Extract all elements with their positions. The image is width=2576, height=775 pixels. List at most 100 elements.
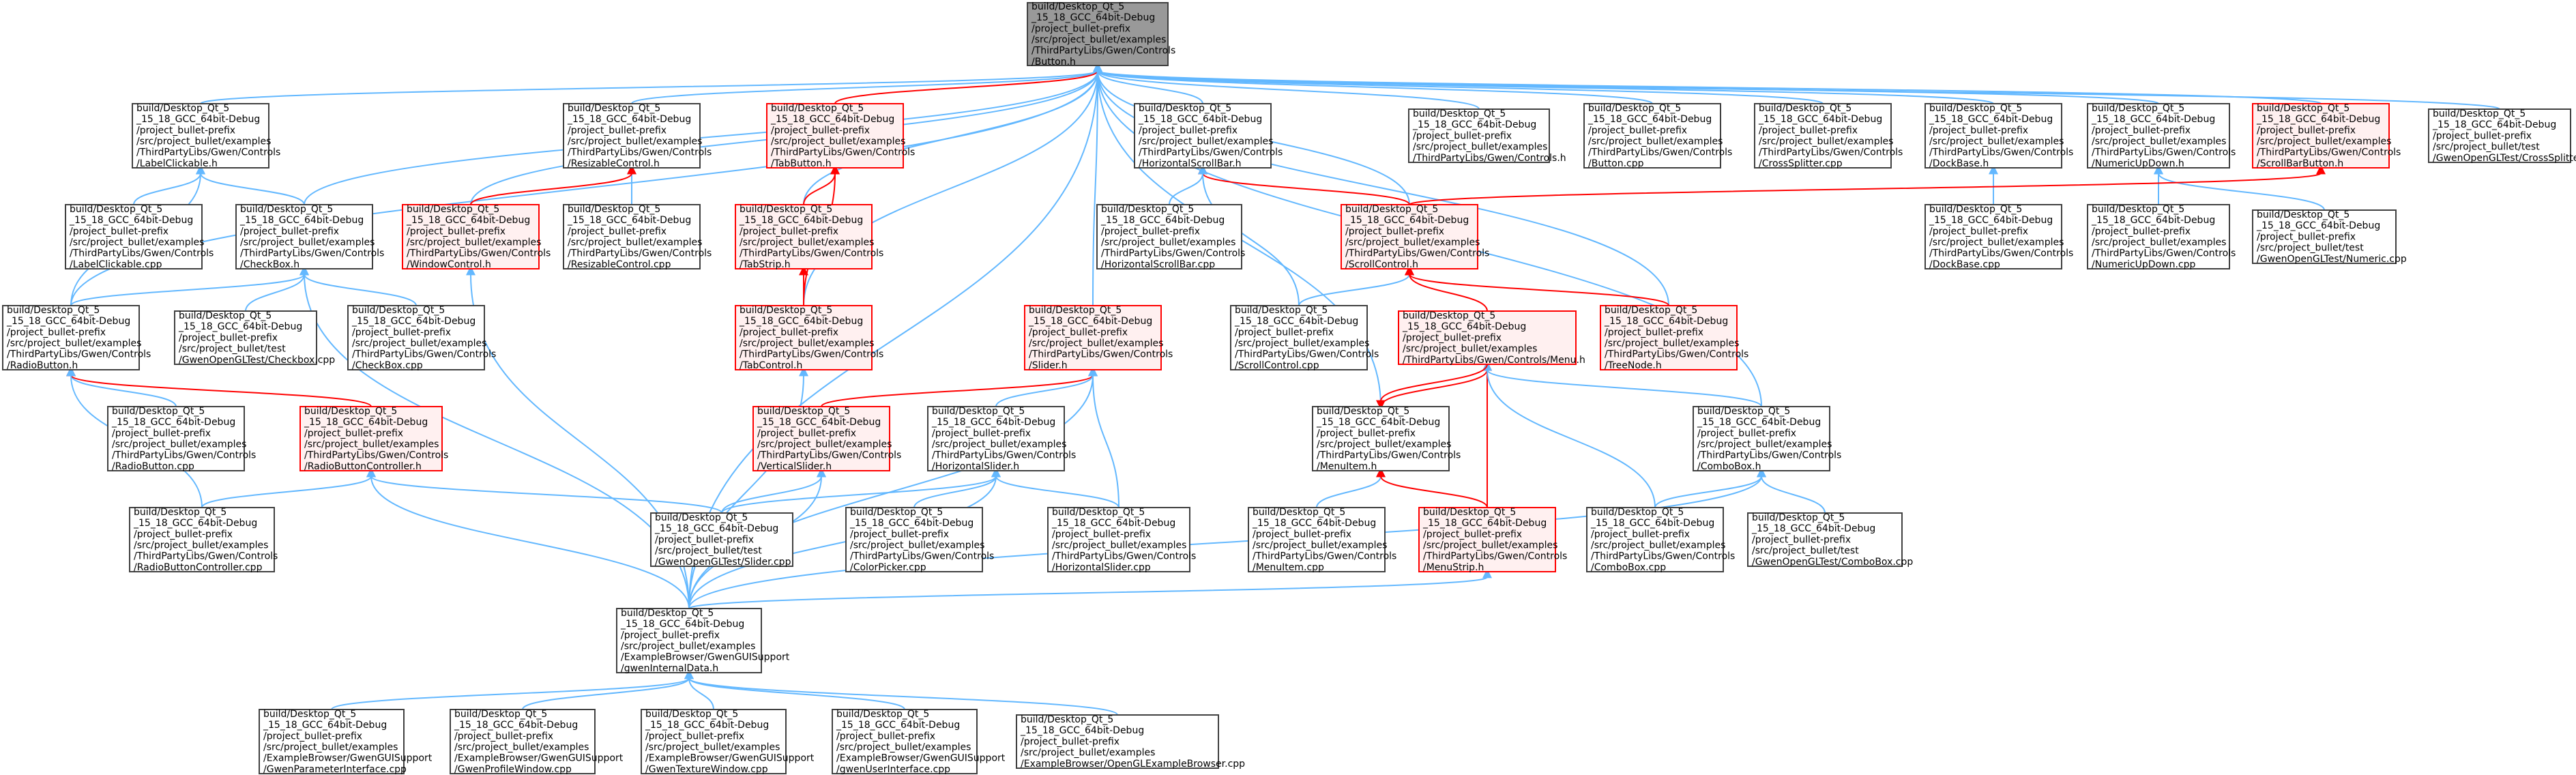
node-test_crosssplitter_cpp[interactable]: build/Desktop_Qt_5_15_18_GCC_64bit-Debug… [2428, 108, 2576, 164]
node-menuitem_h[interactable]: build/Desktop_Qt_5_15_18_GCC_64bit-Debug… [1312, 406, 1461, 472]
node-label-line: /src/project_bullet/examples [836, 742, 971, 753]
edge-radiobuttoncontroller_cpp-to-radiobuttoncontroller_h [201, 467, 376, 508]
node-scrollcontrol_cpp[interactable]: build/Desktop_Qt_5_15_18_GCC_64bit-Debug… [1230, 305, 1379, 371]
node-treenode_h[interactable]: build/Desktop_Qt_5_15_18_GCC_64bit-Debug… [1600, 305, 1748, 371]
node-radiobuttoncontroller_h[interactable]: build/Desktop_Qt_5_15_18_GCC_64bit-Debug… [299, 406, 448, 472]
node-dockbase_h[interactable]: build/Desktop_Qt_5_15_18_GCC_64bit-Debug… [1924, 103, 2073, 169]
node-box [832, 709, 978, 774]
node-horizontalslider_h[interactable]: build/Desktop_Qt_5_15_18_GCC_64bit-Debug… [927, 406, 1076, 472]
node-labelclickable_cpp[interactable]: build/Desktop_Qt_5_15_18_GCC_64bit-Debug… [65, 204, 214, 270]
node-combobox_cpp[interactable]: build/Desktop_Qt_5_15_18_GCC_64bit-Debug… [1586, 507, 1735, 573]
node-label-line: _15_18_GCC_64bit-Debug [239, 215, 364, 226]
edge-gwensupport_h-to-menustrip_h [688, 568, 1492, 609]
node-label-line: /project_bullet-prefix [1605, 327, 1703, 338]
node-label-line: _15_18_GCC_64bit-Debug [836, 720, 960, 731]
node-checkbox_cpp[interactable]: build/Desktop_Qt_5_15_18_GCC_64bit-Debug… [347, 305, 496, 371]
node-label-line: _15_18_GCC_64bit-Debug [770, 114, 894, 125]
node-tabcontrol_h[interactable]: build/Desktop_Qt_5_15_18_GCC_64bit-Debug… [735, 305, 883, 371]
node-radiobutton_h[interactable]: build/Desktop_Qt_5_15_18_GCC_64bit-Debug… [2, 305, 151, 371]
node-gwenprofile_cpp[interactable]: build/Desktop_Qt_5_15_18_GCC_64bit-Debug… [450, 709, 624, 775]
edge-test_slider_cpp-to-verticalslider_h [721, 467, 826, 514]
node-label: build/Desktop_Qt_5_15_18_GCC_64bit-Debug… [1402, 310, 1585, 366]
node-windowcontrol_h[interactable]: build/Desktop_Qt_5_15_18_GCC_64bit-Debug… [402, 204, 551, 270]
node-gwentexture_cpp[interactable]: build/Desktop_Qt_5_15_18_GCC_64bit-Debug… [641, 709, 815, 775]
node-label-line: /DockBase.h [1929, 158, 1989, 169]
node-gwensupport_h[interactable]: build/Desktop_Qt_5_15_18_GCC_64bit-Debug… [616, 608, 790, 674]
node-label: build/Desktop_Qt_5_15_18_GCC_64bit-Debug… [1929, 204, 2073, 270]
node-label-line: /project_bullet-prefix [136, 125, 235, 136]
node-gwenuser_cpp[interactable]: build/Desktop_Qt_5_15_18_GCC_64bit-Debug… [832, 709, 1006, 775]
node-scrollcontrol_h[interactable]: build/Desktop_Qt_5_15_18_GCC_64bit-Debug… [1341, 204, 1489, 270]
node-resizablecontrol_cpp[interactable]: build/Desktop_Qt_5_15_18_GCC_64bit-Debug… [563, 204, 712, 270]
node-hscrollbar_h[interactable]: build/Desktop_Qt_5_15_18_GCC_64bit-Debug… [1134, 103, 1283, 169]
node-label-line: _15_18_GCC_64bit-Debug [1031, 12, 1155, 23]
node-controls_h[interactable]: build/Desktop_Qt_5_15_18_GCC_64bit-Debug… [1408, 108, 1566, 164]
node-label-line: _15_18_GCC_64bit-Debug [849, 518, 974, 529]
node-horizontalslider_cpp[interactable]: build/Desktop_Qt_5_15_18_GCC_64bit-Debug… [1047, 507, 1196, 573]
node-hscrollbar_cpp[interactable]: build/Desktop_Qt_5_15_18_GCC_64bit-Debug… [1096, 204, 1245, 270]
node-button_h[interactable]: build/Desktop_Qt_5_15_18_GCC_64bit-Debug… [1027, 1, 1175, 68]
edge-gwenuser_cpp-to-gwensupport_h [684, 669, 905, 710]
edge-gwensupport_h-to-combobox_h [688, 467, 1766, 609]
node-box [2428, 108, 2571, 163]
node-label-line: /ThirdPartyLibs/Gwen/Controls [850, 551, 994, 562]
node-crosssplitter_cpp[interactable]: build/Desktop_Qt_5_15_18_GCC_64bit-Debug… [1754, 103, 1903, 169]
node-test_numeric_cpp[interactable]: build/Desktop_Qt_5_15_18_GCC_64bit-Debug… [2252, 209, 2407, 265]
node-box [450, 709, 596, 774]
edge-menustrip_h-to-menuitem_h [1376, 467, 1488, 508]
node-checkbox_h[interactable]: build/Desktop_Qt_5_15_18_GCC_64bit-Debug… [235, 204, 384, 270]
node-label-line: build/Desktop_Qt_5 [263, 709, 356, 720]
edge-gwensupport_h-to-horizontalslider_h [688, 467, 1001, 609]
node-label-line: _15_18_GCC_64bit-Debug [2091, 215, 2215, 226]
node-label-line: build/Desktop_Qt_5 [1345, 204, 1438, 215]
edge-checkbox_h-to-labelclickable_h [196, 164, 305, 205]
edge-colorpicker_cpp-to-horizontalslider_h [913, 467, 1001, 508]
edge-radiobutton_cpp-to-radiobutton_h [66, 366, 177, 407]
node-label: build/Desktop_Qt_5_15_18_GCC_64bit-Debug… [1412, 108, 1566, 164]
node-label-line: /ThirdPartyLibs/Gwen/Controls/Menu.h [1403, 355, 1585, 366]
node-label-line: _15_18_GCC_64bit-Debug [567, 215, 691, 226]
node-labelclickable_h[interactable]: build/Desktop_Qt_5_15_18_GCC_64bit-Debug… [132, 103, 280, 169]
node-label-line: /project_bullet-prefix [850, 529, 949, 540]
node-label-line: _15_18_GCC_64bit-Debug [2256, 114, 2380, 125]
node-box [735, 204, 873, 269]
node-menustrip_h[interactable]: build/Desktop_Qt_5_15_18_GCC_64bit-Debug… [1418, 507, 1567, 573]
node-test_slider_cpp[interactable]: build/Desktop_Qt_5_15_18_GCC_64bit-Debug… [650, 512, 793, 568]
node-label-line: build/Desktop_Qt_5 [1605, 305, 1697, 316]
node-test_checkbox_cpp[interactable]: build/Desktop_Qt_5_15_18_GCC_64bit-Debug… [174, 310, 335, 366]
node-numericupdown_h[interactable]: build/Desktop_Qt_5_15_18_GCC_64bit-Debug… [2087, 103, 2236, 169]
node-label-line: /project_bullet-prefix [1139, 125, 1238, 136]
node-label-line: build/Desktop_Qt_5 [757, 406, 850, 417]
node-openglbrowser_cpp[interactable]: build/Desktop_Qt_5_15_18_GCC_64bit-Debug… [1016, 714, 1245, 770]
node-label-line: /ThirdPartyLibs/Gwen/Controls [1423, 551, 1567, 562]
node-radiobuttoncontroller_cpp[interactable]: build/Desktop_Qt_5_15_18_GCC_64bit-Debug… [129, 507, 278, 573]
node-numericupdown_cpp[interactable]: build/Desktop_Qt_5_15_18_GCC_64bit-Debug… [2087, 204, 2236, 270]
node-label: build/Desktop_Qt_5_15_18_GCC_64bit-Debug… [1028, 305, 1173, 371]
node-dockbase_cpp[interactable]: build/Desktop_Qt_5_15_18_GCC_64bit-Debug… [1924, 204, 2073, 270]
node-menuitem_cpp[interactable]: build/Desktop_Qt_5_15_18_GCC_64bit-Debug… [1248, 507, 1396, 573]
node-scrollbarbutton_h[interactable]: build/Desktop_Qt_5_15_18_GCC_64bit-Debug… [2252, 103, 2401, 169]
node-radiobutton_cpp[interactable]: build/Desktop_Qt_5_15_18_GCC_64bit-Debug… [107, 406, 256, 472]
edge-checkbox_cpp-to-checkbox_h [299, 265, 417, 306]
node-colorpicker_cpp[interactable]: build/Desktop_Qt_5_15_18_GCC_64bit-Debug… [845, 507, 994, 573]
node-label-line: /src/project_bullet/examples [1139, 136, 1273, 147]
node-label-line: build/Desktop_Qt_5 [136, 103, 229, 114]
node-slider_h[interactable]: build/Desktop_Qt_5_15_18_GCC_64bit-Debug… [1024, 305, 1173, 371]
node-resizablecontrol_h[interactable]: build/Desktop_Qt_5_15_18_GCC_64bit-Debug… [563, 103, 712, 169]
node-combobox_h[interactable]: build/Desktop_Qt_5_15_18_GCC_64bit-Debug… [1693, 406, 1841, 472]
node-gwenparam_cpp[interactable]: build/Desktop_Qt_5_15_18_GCC_64bit-Debug… [259, 709, 433, 775]
node-label-line: /project_bullet-prefix [645, 731, 744, 742]
node-verticalslider_h[interactable]: build/Desktop_Qt_5_15_18_GCC_64bit-Debug… [752, 406, 901, 472]
node-test_combobox_cpp[interactable]: build/Desktop_Qt_5_15_18_GCC_64bit-Debug… [1747, 512, 1913, 568]
node-tabbutton_h[interactable]: build/Desktop_Qt_5_15_18_GCC_64bit-Debug… [766, 103, 915, 169]
node-label-line: build/Desktop_Qt_5 [179, 310, 272, 321]
node-label-line: build/Desktop_Qt_5 [932, 406, 1025, 417]
node-label-line: _15_18_GCC_64bit-Debug [567, 114, 691, 125]
node-button_cpp[interactable]: build/Desktop_Qt_5_15_18_GCC_64bit-Debug… [1583, 103, 1732, 169]
edge-scrollcontrol_cpp-to-scrollcontrol_h [1298, 265, 1414, 306]
node-tabstrip_h[interactable]: build/Desktop_Qt_5_15_18_GCC_64bit-Debug… [735, 204, 883, 270]
node-label-line: _15_18_GCC_64bit-Debug [1138, 114, 1262, 125]
node-label-line: /ThirdPartyLibs/Gwen/Controls [304, 450, 448, 461]
node-box [2087, 204, 2230, 269]
node-menu_h[interactable]: build/Desktop_Qt_5_15_18_GCC_64bit-Debug… [1398, 310, 1585, 366]
